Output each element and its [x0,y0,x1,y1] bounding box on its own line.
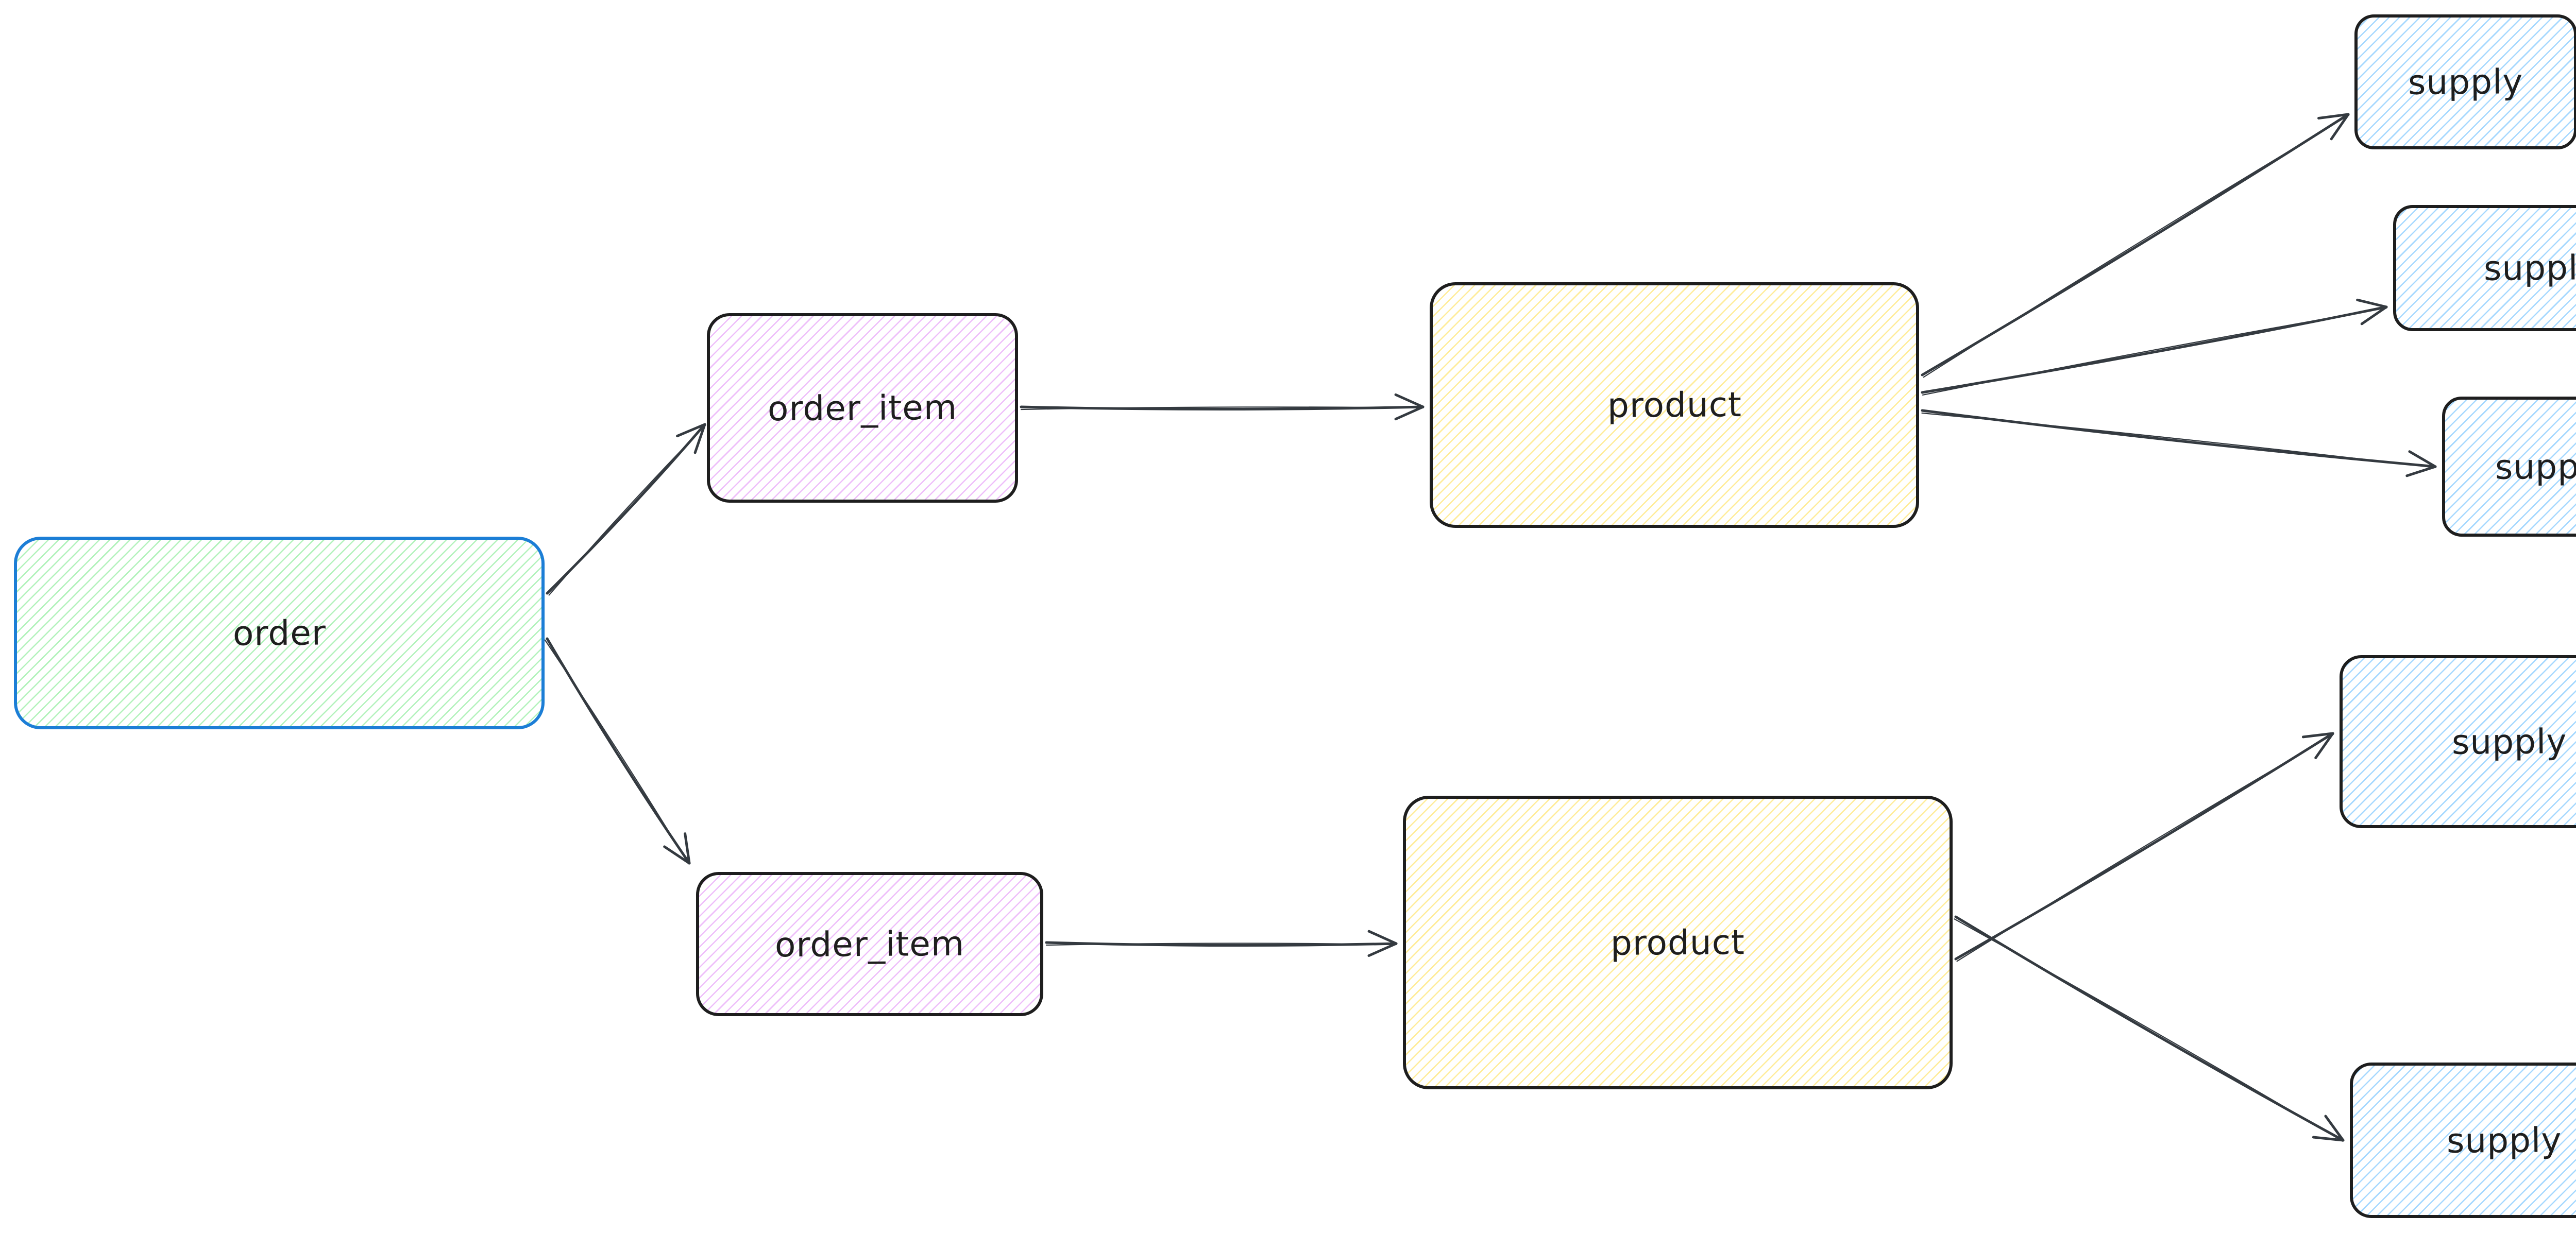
node-supply-2[interactable]: supply [2393,205,2576,331]
node-supply-2-label: supply [2483,248,2576,288]
node-order-label: order [232,612,326,654]
node-supply-5-label: supply [2447,1120,2562,1161]
edge-product_2-supply_5[interactable] [1954,915,2345,1142]
edge-order_item_1-product_1[interactable] [1020,393,1425,421]
edge-product_1-supply_1[interactable] [1921,113,2350,378]
node-order-item-bottom[interactable]: order_item [696,872,1043,1016]
edge-product_1-supply_2[interactable] [1921,298,2388,396]
node-product-bottom-label: product [1610,922,1745,963]
node-supply-3-label: supply [2495,446,2576,487]
node-order-item-top-label: order_item [767,387,958,429]
edge-order_item_2-product_2[interactable] [1045,930,1398,957]
node-supply-5[interactable]: supply [2350,1063,2576,1218]
node-product-top-label: product [1607,385,1742,425]
edge-product_2-supply_4[interactable] [1954,732,2334,962]
node-supply-1-label: supply [2408,61,2523,102]
node-supply-1[interactable]: supply [2354,14,2576,149]
edge-product_1-supply_3[interactable] [1921,409,2437,477]
node-supply-3[interactable]: supply [2442,397,2576,537]
edge-order-order_item_2[interactable] [544,637,691,865]
node-product-bottom[interactable]: product [1403,796,1953,1089]
node-product-top[interactable]: product [1430,282,1919,528]
node-order-item-top[interactable]: order_item [707,313,1018,503]
node-order[interactable]: order [14,537,545,729]
edge-order-order_item_1[interactable] [546,423,706,596]
node-supply-4-label: supply [2452,721,2567,762]
node-supply-4[interactable]: supply [2340,655,2576,828]
node-order-item-bottom-label: order_item [774,923,965,965]
